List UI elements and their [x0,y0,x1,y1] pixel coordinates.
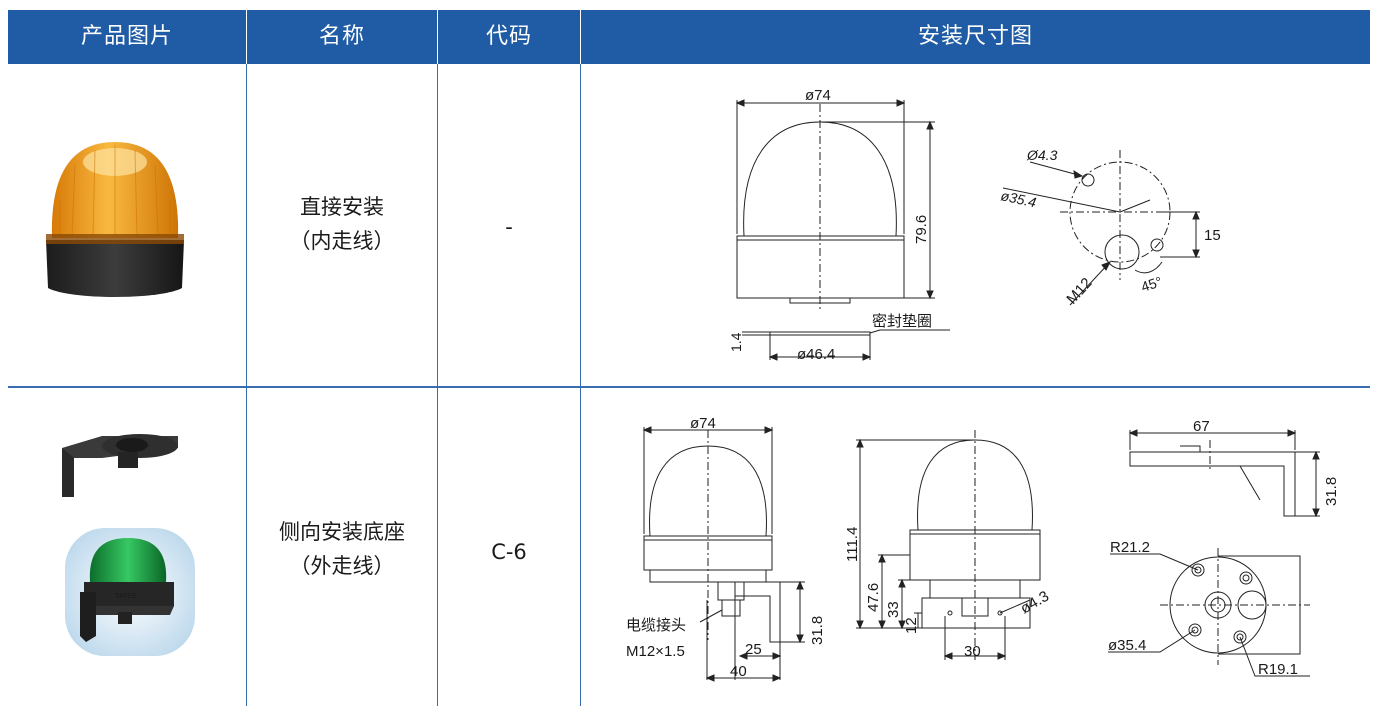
row1-front-drawing-labels: ø74 79.6 1.4 ø46.4 密封垫圈 [728,87,932,363]
row2-dim-r191: R19.1 [1258,661,1298,678]
row1-name: 直接安装 （内走线） [247,190,437,258]
row2-dim-side-hole: ø4.3 [1018,588,1052,618]
row2-cable-label: 电缆接头 [626,617,686,634]
row1-hole-drawing-labels: Ø4.3 ø35.4 15 M12 45° [999,147,1220,308]
row2-dim-12: 12 [903,617,920,634]
row2-name: 侧向安装底座 （外走线） [247,515,437,583]
row2-name-line2: （外走线） [289,554,395,578]
column-divider [580,64,581,706]
row-divider [8,386,1370,388]
row1-dim-gasket-diameter: ø46.4 [797,346,835,363]
row2-dim-base-pcd: ø35.4 [1108,637,1146,654]
row1-name-line1: 直接安装 [300,195,384,219]
header-drawing: 安装尺寸图 [917,24,1033,49]
row1-dim-angle: 45° [1139,273,1164,295]
row2-dim-bracket-width: 67 [1193,418,1210,435]
row1-dim-height: 79.6 [913,215,930,244]
row2-dim-r212: R21.2 [1110,539,1150,556]
row2-cable-thread: M12×1.5 [626,643,685,660]
lamp-brand-logo: TAYEE [115,593,137,600]
row2-front-drawing-labels: ø74 电缆接头 M12×1.5 31.8 25 40 [626,415,826,680]
amber-lamp-photo [46,142,184,297]
side-bracket-photo [62,434,178,497]
row2-dim-bracket-height: 31.8 [809,616,826,645]
row1-gasket-label: 密封垫圈 [872,313,932,330]
row2-dim-30: 30 [964,643,981,660]
column-divider [246,64,247,706]
row2-side-drawing-labels: 111.4 47.6 33 12 30 ø4.3 [844,527,1052,660]
row2-code: C-6 [491,540,527,564]
row1-dim-gasket-thickness: 1.4 [728,332,744,352]
row1-hole-drawing [1002,150,1200,306]
row2-dim-bracket-side-height: 31.8 [1323,477,1340,506]
row2-front-drawing [642,426,805,682]
green-lamp-photo: TAYEE [65,528,195,656]
row1-dim-diameter: ø74 [805,87,831,104]
row1-code: - [505,215,513,239]
row2-dim-476: 47.6 [865,583,882,612]
row2-dim-diameter: ø74 [690,415,716,432]
row1-dim-pcd: ø35.4 [999,187,1038,210]
header-code: 代码 [485,24,532,49]
row2-bracket-drawing-labels: 67 31.8 R21.2 ø35.4 R19.1 [1108,418,1340,678]
row1-name-line2: （内走线） [289,229,395,253]
row2-side-drawing [856,430,1041,660]
row2-bracket-drawing [1108,429,1320,677]
row1-dim-hole: Ø4.3 [1026,147,1058,163]
header-product-image: 产品图片 [80,24,173,49]
row1-dim-offset: 15 [1204,227,1221,244]
row2-dim-33: 33 [885,601,902,618]
header-name: 名称 [318,24,365,49]
product-table: 产品图片 名称 代码 安装尺寸图 直接安装 （内走线） - 侧向安装底座 （外走… [8,10,1370,706]
column-divider [437,64,438,706]
row2-name-line1: 侧向安装底座 [279,520,405,544]
row1-dim-thread: M12 [1063,275,1095,308]
row2-dim-40: 40 [730,663,747,680]
row2-dim-25: 25 [745,641,762,658]
table-header: 产品图片 名称 代码 安装尺寸图 [8,10,1370,64]
row2-dim-total-height: 111.4 [844,527,861,562]
row1-front-drawing [735,99,950,361]
